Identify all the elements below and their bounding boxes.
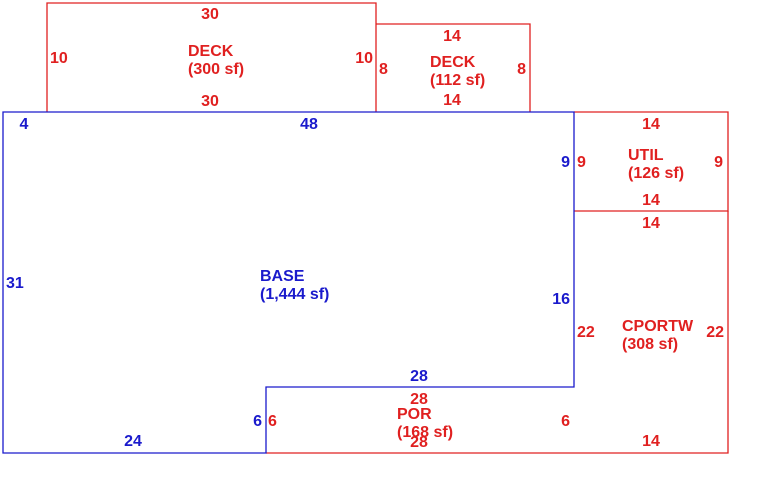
cportw-area-value: (308 sf): [622, 336, 678, 353]
deck-300-outline: [46, 2, 377, 112]
deck-300-bottom-dimension: 30: [201, 93, 219, 110]
base-right-upper-dimension: 9: [561, 154, 570, 171]
util-area: 14 14 9 9 UTIL (126 sf): [574, 111, 729, 212]
cportw-area: 14 14 22 22 CPORTW (308 sf): [574, 211, 729, 454]
deck-300-left-dimension: 10: [50, 50, 68, 67]
cportw-name: CPORTW: [622, 318, 694, 335]
util-bottom-dimension: 14: [642, 192, 660, 209]
deck-300-top-dimension: 30: [201, 6, 219, 23]
util-right-dimension: 9: [714, 154, 723, 171]
cportw-right-dimension: 22: [706, 324, 724, 341]
cportw-top-dimension: 14: [642, 215, 660, 232]
base-notch-top-dimension: 28: [410, 368, 428, 385]
por-right-dimension: 6: [561, 413, 570, 430]
por-area: 28 28 6 6 POR (168 sf): [266, 391, 574, 454]
base-left-dimension: 31: [6, 275, 24, 292]
por-left-dimension: 6: [268, 413, 277, 430]
util-name: UTIL: [628, 147, 664, 164]
base-bottom-dimension: 24: [124, 433, 142, 450]
deck-112-left-dimension: 8: [379, 61, 388, 78]
util-area-value: (126 sf): [628, 165, 684, 182]
cportw-bottom-dimension: 14: [642, 433, 660, 450]
deck-112-bottom-dimension: 14: [443, 92, 461, 109]
deck-112-name: DECK: [430, 54, 476, 71]
cportw-outline: [574, 211, 729, 454]
base-outline: [2, 111, 575, 454]
base-area-value: (1,444 sf): [260, 286, 329, 303]
base-right-lower-dimension: 16: [552, 291, 570, 308]
base-top-left-dimension: 4: [20, 116, 29, 133]
base-area: 4 48 31 9 16 28 6 24 BASE (1,444 sf): [2, 111, 575, 454]
por-top-dimension: 28: [410, 391, 428, 408]
deck-300-name: DECK: [188, 43, 234, 60]
deck-112-right-dimension: 8: [517, 61, 526, 78]
cportw-left-dimension: 22: [577, 324, 595, 341]
base-name: BASE: [260, 268, 305, 285]
base-notch-left-dimension: 6: [253, 413, 262, 430]
util-outline: [574, 111, 729, 212]
deck-112-top-dimension: 14: [443, 28, 461, 45]
por-area-value: (168 sf): [397, 424, 453, 441]
util-top-dimension: 14: [642, 116, 660, 133]
por-bottom-dimension: 28: [410, 434, 428, 451]
deck-300-area: 30 30 10 10 DECK (300 sf): [46, 2, 377, 112]
deck-112-outline: [376, 23, 531, 112]
util-left-dimension: 9: [577, 154, 586, 171]
deck-112-area: 14 14 8 8 DECK (112 sf): [376, 23, 531, 112]
deck-300-right-dimension: 10: [355, 50, 373, 67]
deck-112-area-value: (112 sf): [430, 72, 485, 89]
base-top-dimension: 48: [300, 116, 318, 133]
deck-300-area-value: (300 sf): [188, 61, 244, 78]
por-name: POR: [397, 406, 432, 423]
